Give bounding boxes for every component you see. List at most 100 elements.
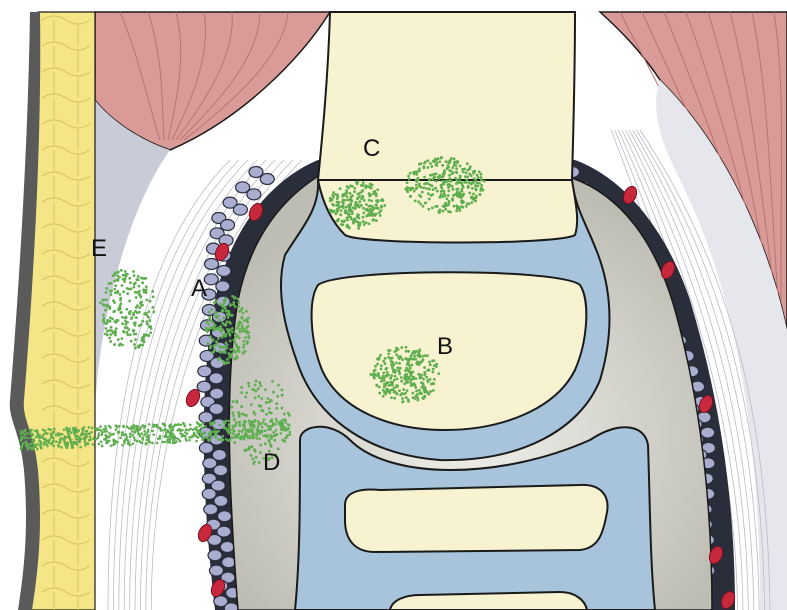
bacterium	[363, 199, 366, 202]
synovial-cell	[247, 189, 261, 200]
bacterium	[427, 380, 430, 383]
bacterium	[36, 448, 39, 451]
bacterium	[429, 162, 432, 165]
bacterium	[247, 331, 250, 334]
bacterium	[208, 318, 211, 321]
bacterium	[378, 392, 381, 395]
bacterium	[237, 434, 240, 437]
bacterium	[332, 191, 335, 194]
bacterium	[347, 187, 350, 190]
bacterium	[112, 299, 115, 302]
bacterium	[152, 423, 155, 426]
bacterium	[135, 296, 138, 299]
bacterium	[455, 167, 458, 170]
bacterium	[390, 396, 393, 399]
bacterium	[434, 157, 437, 160]
bacterium	[44, 429, 47, 432]
bacterium	[225, 420, 228, 423]
bacterium	[472, 192, 475, 195]
bacterium	[254, 384, 257, 387]
bacterium	[73, 442, 76, 445]
bacterium	[372, 218, 375, 221]
bacterium	[223, 350, 226, 353]
bacterium	[25, 444, 28, 447]
bacterium	[365, 203, 368, 206]
bacterium	[225, 347, 228, 350]
bacterium	[237, 301, 240, 304]
bacterium	[410, 355, 413, 358]
bacterium	[375, 192, 378, 195]
bacterium	[433, 378, 436, 381]
bacterium	[112, 433, 115, 436]
bacterium	[145, 285, 148, 288]
bacterium	[455, 209, 458, 212]
bacterium	[342, 202, 345, 205]
bacterium	[443, 172, 446, 175]
bacterium	[134, 347, 137, 350]
bacterium	[200, 434, 203, 437]
bacterium	[346, 195, 349, 198]
bacterium	[268, 407, 271, 410]
bacterium	[251, 429, 254, 432]
bacterium	[480, 173, 483, 176]
bacterium	[39, 445, 42, 448]
bacterium	[141, 344, 144, 347]
bacterium	[166, 439, 169, 442]
bacterium	[267, 425, 270, 428]
bacterium	[378, 386, 381, 389]
bacterium	[424, 354, 427, 357]
bacterium	[228, 313, 231, 316]
synovial-cell	[205, 258, 219, 269]
bacterium	[151, 430, 154, 433]
bacterium	[143, 291, 146, 294]
bacterium	[108, 439, 111, 442]
bacterium	[368, 186, 371, 189]
bacterium	[34, 430, 37, 433]
bacterium	[258, 382, 261, 385]
bacterium	[360, 197, 363, 200]
bacterium	[329, 197, 332, 200]
bacterium	[102, 314, 105, 317]
bacterium	[115, 278, 118, 281]
bacterium	[122, 274, 125, 277]
bacterium	[201, 439, 204, 442]
bacterium	[21, 445, 24, 448]
bacterium	[356, 193, 359, 196]
bacterium	[258, 461, 261, 464]
bacterium	[456, 205, 459, 208]
bacterium	[129, 333, 132, 336]
bacterium	[188, 439, 191, 442]
bacterium	[131, 430, 134, 433]
bacterium	[115, 424, 118, 427]
bacterium	[232, 301, 235, 304]
bacterium	[169, 438, 172, 441]
bacterium	[122, 426, 125, 429]
bacterium	[421, 355, 424, 358]
bacterium	[225, 438, 228, 441]
bacterium	[49, 428, 52, 431]
bacterium	[360, 184, 363, 187]
bacterium	[251, 423, 254, 426]
bacterium	[139, 301, 142, 304]
bacterium	[245, 310, 248, 313]
bacterium	[380, 206, 383, 209]
bacterium	[143, 333, 146, 336]
bacterium	[105, 298, 108, 301]
synovial-cell	[208, 550, 222, 561]
bacterium	[428, 179, 431, 182]
bacterium	[334, 193, 337, 196]
bacterium	[230, 436, 233, 439]
bacterium	[411, 384, 414, 387]
bacterium	[86, 442, 89, 445]
bacterium	[379, 354, 382, 357]
bacterium	[42, 437, 45, 440]
bacterium	[174, 423, 177, 426]
bacterium	[437, 157, 440, 160]
bacterium	[200, 423, 203, 426]
bacterium	[348, 210, 351, 213]
bacterium	[384, 357, 387, 360]
bacterium	[197, 423, 200, 426]
bacterium	[233, 340, 236, 343]
bacterium	[459, 181, 462, 184]
bacterium	[384, 362, 387, 365]
